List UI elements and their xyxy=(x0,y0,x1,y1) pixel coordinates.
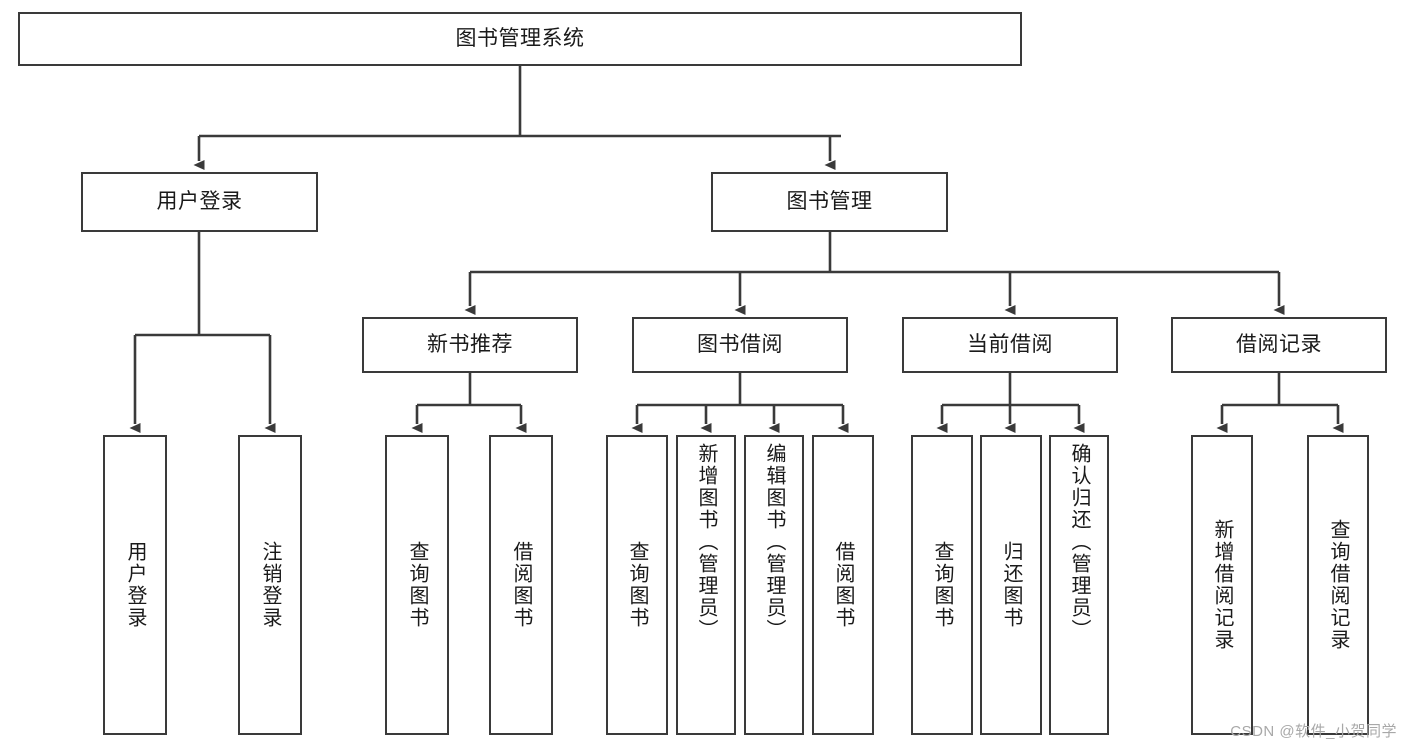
node-leaf-query-book-1[interactable]: 查询图书 xyxy=(385,435,449,735)
node-borrow-record-label: 借阅记录 xyxy=(1236,332,1322,356)
node-leaf-query-book-3-label: 查询图书 xyxy=(931,541,953,629)
node-book-management[interactable]: 图书管理 xyxy=(711,172,948,232)
node-root-label: 图书管理系统 xyxy=(455,26,585,50)
node-leaf-logout-label: 注销登录 xyxy=(259,541,281,629)
watermark-text: CSDN @软件_小贺同学 xyxy=(1230,723,1397,740)
node-new-book-recommend-label: 新书推荐 xyxy=(427,332,513,356)
node-new-book-recommend[interactable]: 新书推荐 xyxy=(362,317,578,373)
node-book-borrow-label: 图书借阅 xyxy=(697,332,783,356)
node-book-management-label: 图书管理 xyxy=(786,189,873,213)
node-leaf-query-record-label: 查询借阅记录 xyxy=(1327,519,1349,651)
node-root[interactable]: 图书管理系统 xyxy=(18,12,1022,66)
node-leaf-confirm-return-label: 确认归还（管理员） xyxy=(1068,443,1090,641)
node-leaf-query-record[interactable]: 查询借阅记录 xyxy=(1307,435,1369,735)
node-leaf-borrow-book-2[interactable]: 借阅图书 xyxy=(812,435,874,735)
node-leaf-edit-book-label: 编辑图书（管理员） xyxy=(763,443,785,641)
node-leaf-query-book-2[interactable]: 查询图书 xyxy=(606,435,668,735)
node-leaf-borrow-book-1[interactable]: 借阅图书 xyxy=(489,435,553,735)
node-user-login[interactable]: 用户登录 xyxy=(81,172,318,232)
node-current-borrow[interactable]: 当前借阅 xyxy=(902,317,1118,373)
node-leaf-query-book-2-label: 查询图书 xyxy=(626,541,648,629)
node-leaf-return-book-label: 归还图书 xyxy=(1000,541,1022,629)
node-leaf-add-record-label: 新增借阅记录 xyxy=(1211,519,1233,651)
node-leaf-edit-book[interactable]: 编辑图书（管理员） xyxy=(744,435,804,735)
node-current-borrow-label: 当前借阅 xyxy=(967,332,1053,356)
node-user-login-label: 用户登录 xyxy=(156,189,243,213)
node-leaf-confirm-return[interactable]: 确认归还（管理员） xyxy=(1049,435,1109,735)
node-leaf-logout[interactable]: 注销登录 xyxy=(238,435,302,735)
node-leaf-user-login[interactable]: 用户登录 xyxy=(103,435,167,735)
node-leaf-add-book-label: 新增图书（管理员） xyxy=(695,443,717,641)
node-leaf-borrow-book-1-label: 借阅图书 xyxy=(510,541,532,629)
node-leaf-return-book[interactable]: 归还图书 xyxy=(980,435,1042,735)
node-borrow-record[interactable]: 借阅记录 xyxy=(1171,317,1387,373)
node-leaf-borrow-book-2-label: 借阅图书 xyxy=(832,541,854,629)
node-leaf-query-book-3[interactable]: 查询图书 xyxy=(911,435,973,735)
node-leaf-query-book-1-label: 查询图书 xyxy=(406,541,428,629)
node-leaf-user-login-label: 用户登录 xyxy=(124,541,146,629)
node-leaf-add-record[interactable]: 新增借阅记录 xyxy=(1191,435,1253,735)
node-book-borrow[interactable]: 图书借阅 xyxy=(632,317,848,373)
node-leaf-add-book[interactable]: 新增图书（管理员） xyxy=(676,435,736,735)
